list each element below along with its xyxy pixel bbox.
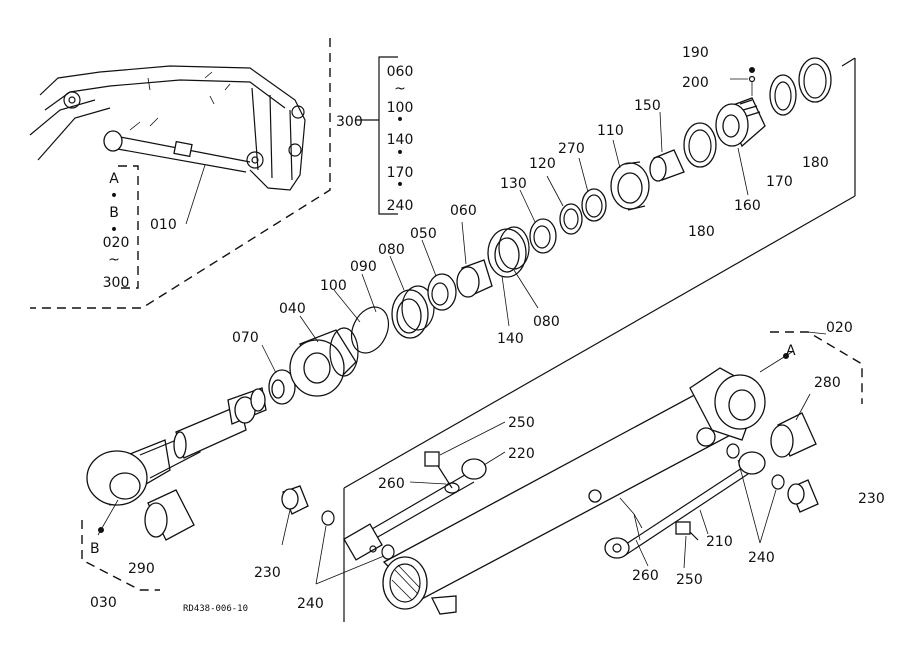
piston-rod — [173, 387, 267, 459]
assembly-frame — [343, 57, 863, 622]
label-170: 170 — [766, 174, 793, 190]
label-080-top: 080 — [378, 242, 405, 258]
part-090-ring — [391, 285, 435, 339]
label-180-upper: 180 — [802, 155, 829, 171]
label-200: 200 — [682, 75, 709, 91]
label-240-left: 240 — [297, 596, 324, 612]
part-230-plug-left — [281, 485, 309, 515]
leader-lines — [261, 78, 827, 585]
label-110: 110 — [597, 123, 624, 139]
arrow-label-b: B — [90, 541, 100, 557]
label-230-left: 230 — [254, 565, 281, 581]
label-250-bottom: 250 — [676, 572, 703, 588]
label-280: 280 — [814, 375, 841, 391]
part-040-piston — [289, 327, 359, 397]
drawing-code: RD438-006-10 — [183, 604, 248, 614]
legend-top-1: ~ — [394, 81, 406, 97]
label-270: 270 — [558, 141, 585, 157]
legend-left-6: 300 — [103, 275, 130, 291]
label-210: 210 — [706, 534, 733, 550]
legend-top: 060 ~ 100 • 140 • 170 • 240 — [356, 56, 414, 215]
label-140: 140 — [497, 331, 524, 347]
legend-top-3: • — [396, 112, 404, 128]
legend-top-6: 170 — [387, 165, 414, 181]
part-060-bushing — [456, 259, 493, 298]
label-300: 300 — [336, 114, 363, 130]
boom-inset-view — [29, 38, 331, 309]
part-120-ring — [559, 203, 583, 235]
part-240-o-ring — [321, 510, 335, 526]
arrow-a — [759, 351, 793, 373]
legend-left-0: A — [109, 171, 119, 187]
legend-left-1: • — [110, 188, 118, 204]
legend-left-3: • — [110, 222, 118, 238]
legend-top-4: 140 — [387, 132, 414, 148]
legend-top-2: 100 — [387, 100, 414, 116]
arrow-label-a: A — [786, 343, 796, 359]
legend-left-2: B — [109, 205, 119, 221]
label-080-bottom: 080 — [533, 314, 560, 330]
label-260-left: 260 — [378, 476, 405, 492]
part-130-ring — [529, 218, 557, 254]
label-010: 010 — [150, 217, 177, 233]
part-230-plug-right — [787, 479, 819, 513]
part-160-cylinder-head — [715, 97, 766, 148]
part-190-ball — [749, 67, 755, 73]
legend-left-5: ~ — [108, 252, 120, 268]
rod-eye — [86, 431, 201, 506]
label-100: 100 — [320, 278, 347, 294]
tube-head-eye — [689, 367, 766, 441]
label-030: 030 — [90, 595, 117, 611]
part-110-gland — [610, 161, 650, 211]
piston-rod-parts — [86, 57, 832, 506]
label-120: 120 — [529, 156, 556, 172]
label-070: 070 — [232, 330, 259, 346]
legend-top-5: • — [396, 145, 404, 161]
label-090: 090 — [350, 259, 377, 275]
part-280-bushing — [770, 412, 817, 458]
part-070-nut — [268, 369, 296, 405]
part-100-o-ring — [350, 306, 390, 354]
legend-left-4: 020 — [103, 235, 130, 251]
part-050-ring — [427, 273, 457, 311]
legend-top-7: • — [396, 177, 404, 193]
label-250-top: 250 — [508, 415, 535, 431]
label-240-right: 240 — [748, 550, 775, 566]
label-040: 040 — [279, 301, 306, 317]
part-170-ring — [769, 74, 797, 116]
part-140-seal — [487, 226, 530, 278]
label-260-right: 260 — [632, 568, 659, 584]
part-150-bushing — [649, 149, 685, 182]
label-180-lower: 180 — [688, 224, 715, 240]
label-060: 060 — [450, 203, 477, 219]
legend-top-0: 060 — [387, 64, 414, 80]
label-150: 150 — [634, 98, 661, 114]
part-290-bushing — [144, 489, 195, 541]
label-220: 220 — [508, 446, 535, 462]
label-290: 290 — [128, 561, 155, 577]
label-130: 130 — [500, 176, 527, 192]
label-160: 160 — [734, 198, 761, 214]
label-230-right: 230 — [858, 491, 885, 507]
label-020: 020 — [826, 320, 853, 336]
legend-left: A • B • 020 ~ 300 — [103, 165, 139, 291]
legend-top-8: 240 — [387, 198, 414, 214]
bracket-030 — [81, 520, 160, 591]
cylinder-tube-group — [281, 367, 819, 615]
part-labels: 190 200 150 110 270 120 130 060 050 080 … — [90, 45, 885, 614]
label-190: 190 — [682, 45, 709, 61]
arrow-b — [97, 499, 119, 536]
label-050: 050 — [410, 226, 437, 242]
part-200-plug — [748, 75, 756, 83]
